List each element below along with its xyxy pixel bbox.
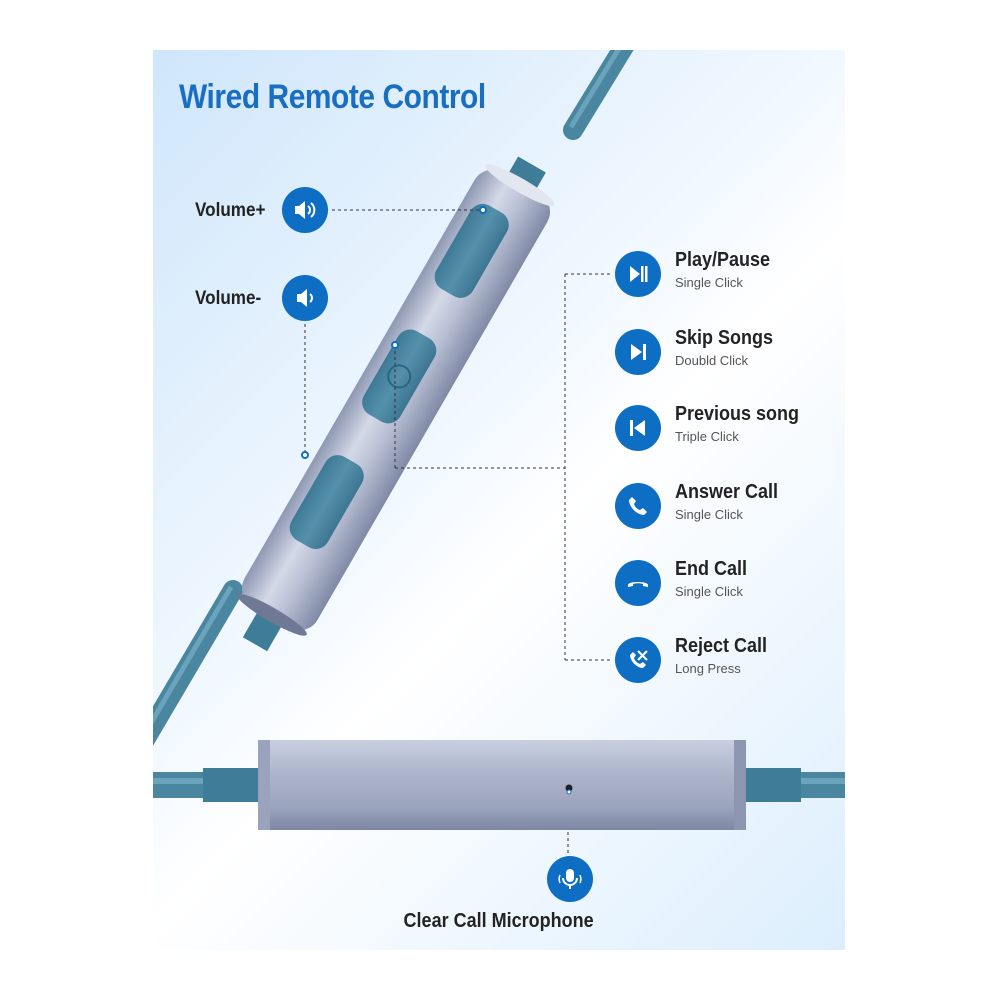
volume-up-button[interactable]	[430, 199, 514, 303]
volume-down-icon	[282, 275, 328, 321]
phone-answer-icon	[615, 483, 661, 529]
feature-title: Answer Call	[675, 481, 779, 503]
feature-title: Play/Pause	[675, 249, 771, 271]
feature-subtitle: Triple Click	[675, 429, 739, 444]
feature-title: Previous song	[675, 403, 800, 425]
volume-down-button[interactable]	[285, 450, 369, 554]
volume-down-label: Volume-	[195, 288, 262, 309]
feature-answer-call: Answer Call Single Click	[615, 481, 835, 535]
multifunction-button[interactable]	[357, 324, 441, 428]
feature-subtitle: Doubld Click	[675, 353, 748, 368]
volume-up-icon	[282, 187, 328, 233]
page-title: Wired Remote Control	[179, 78, 486, 116]
volume-up-label: Volume+	[195, 200, 266, 221]
microphone-icon	[547, 856, 593, 902]
inline-remote	[237, 156, 555, 652]
microphone-label-text: Clear Call Microphone	[403, 910, 595, 932]
feature-subtitle: Long Press	[675, 661, 741, 676]
feature-skip-songs: Skip Songs Doubld Click	[615, 327, 835, 381]
feature-title: Reject Call	[675, 635, 768, 657]
feature-subtitle: Single Click	[675, 507, 743, 522]
phone-reject-icon	[615, 637, 661, 683]
upper-cable	[563, 50, 634, 140]
product-panel: Wired Remote Control Volume+ Volume- Pla…	[153, 50, 845, 950]
phone-end-icon	[615, 560, 661, 606]
feature-title: End Call	[675, 558, 748, 580]
leader-dots	[301, 206, 487, 459]
feature-previous-song: Previous song Triple Click	[615, 403, 835, 457]
leader-lines	[304, 209, 613, 858]
lower-cable	[153, 580, 243, 746]
microphone-label: Clear Call Microphone	[153, 910, 845, 933]
feature-play-pause: Play/Pause Single Click	[615, 249, 835, 303]
skip-next-icon	[615, 329, 661, 375]
feature-title: Skip Songs	[675, 327, 774, 349]
feature-reject-call: Reject Call Long Press	[615, 635, 835, 689]
feature-subtitle: Single Click	[675, 275, 743, 290]
feature-end-call: End Call Single Click	[615, 558, 835, 612]
microphone-unit	[153, 740, 845, 830]
skip-previous-icon	[615, 405, 661, 451]
play-pause-icon	[615, 251, 661, 297]
feature-subtitle: Single Click	[675, 584, 743, 599]
remote-illustration	[153, 50, 845, 858]
